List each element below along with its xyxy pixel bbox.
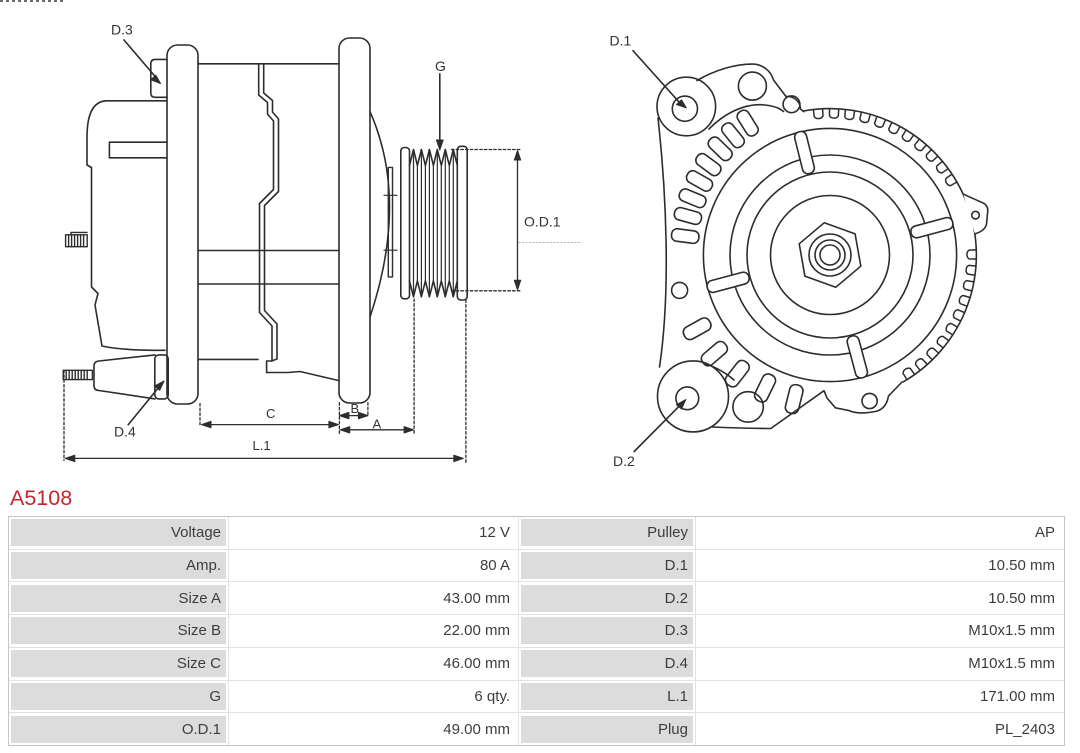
svg-text:B: B: [351, 401, 360, 416]
svg-text:C: C: [266, 406, 275, 421]
svg-text:G: G: [435, 58, 446, 74]
svg-text:D.3: D.3: [111, 22, 133, 38]
svg-text:L.1: L.1: [253, 438, 271, 453]
svg-text:D.1: D.1: [610, 33, 632, 49]
svg-text:O.D.1: O.D.1: [524, 214, 561, 230]
svg-text:A: A: [373, 417, 382, 432]
svg-text:D.4: D.4: [114, 424, 136, 440]
svg-text:D.2: D.2: [613, 453, 635, 469]
